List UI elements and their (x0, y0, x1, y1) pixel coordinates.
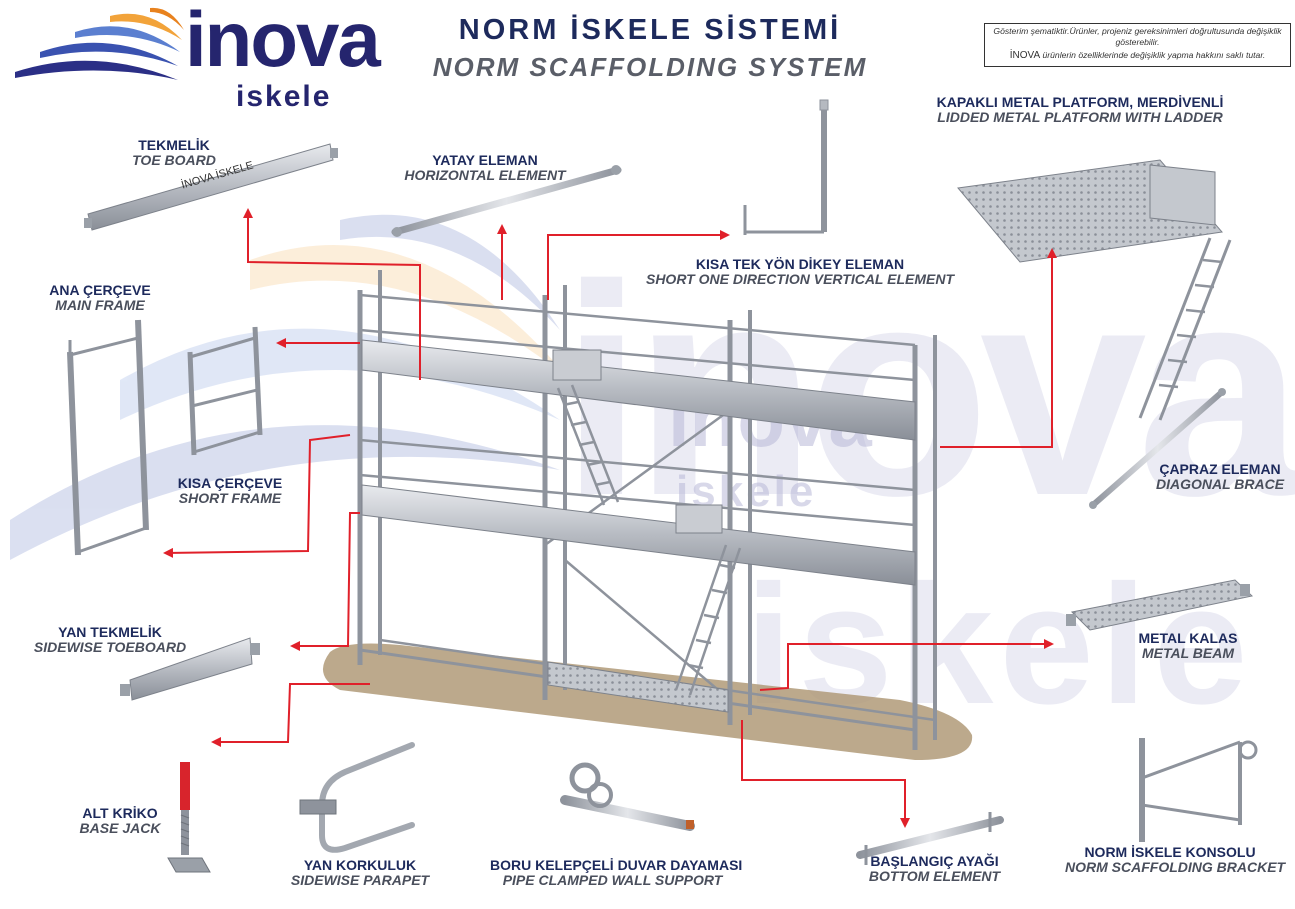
disclaimer-line1: Gösterim şematiktir.Ürünler, projeniz ge… (993, 26, 1282, 48)
short-frame-part (187, 326, 263, 456)
disclaimer-box: Gösterim şematiktir.Ürünler, projeniz ge… (984, 23, 1291, 67)
main-frame-part (67, 319, 149, 556)
internal-ladders (556, 384, 742, 696)
disclaimer-brand: İNOVA (1009, 49, 1041, 61)
ground-base (322, 643, 973, 760)
page-title-english: NORM SCAFFOLDING SYSTEM (432, 52, 868, 82)
page-title-turkish: NORM İSKELE SİSTEMİ (458, 14, 842, 46)
horizontal-element-part (391, 165, 622, 237)
logo-subtitle: iskele (236, 80, 332, 113)
callout-arrows (163, 208, 1057, 828)
toe-board-part (84, 143, 338, 231)
diagonal-brace-part (1089, 388, 1226, 509)
sidewise-toeboard-part (120, 637, 260, 701)
base-jack-part (167, 762, 211, 873)
logo-swoosh-icon (15, 7, 184, 80)
logo-wordmark: inova (185, 0, 381, 83)
bottom-element-part (856, 812, 1004, 865)
lidded-platform-part (957, 159, 1232, 421)
metal-beam-part (1066, 579, 1254, 631)
bracket-part (1139, 738, 1258, 842)
sidewise-parapet-part (299, 742, 415, 853)
scaffold-platforms (361, 339, 916, 713)
short-vertical-part (743, 99, 829, 235)
watermark-swoosh-icon (10, 214, 570, 560)
wall-support-part (560, 762, 695, 831)
disclaimer-line2: ürünlerin özelliklerinde değişiklik yapm… (1040, 49, 1266, 60)
